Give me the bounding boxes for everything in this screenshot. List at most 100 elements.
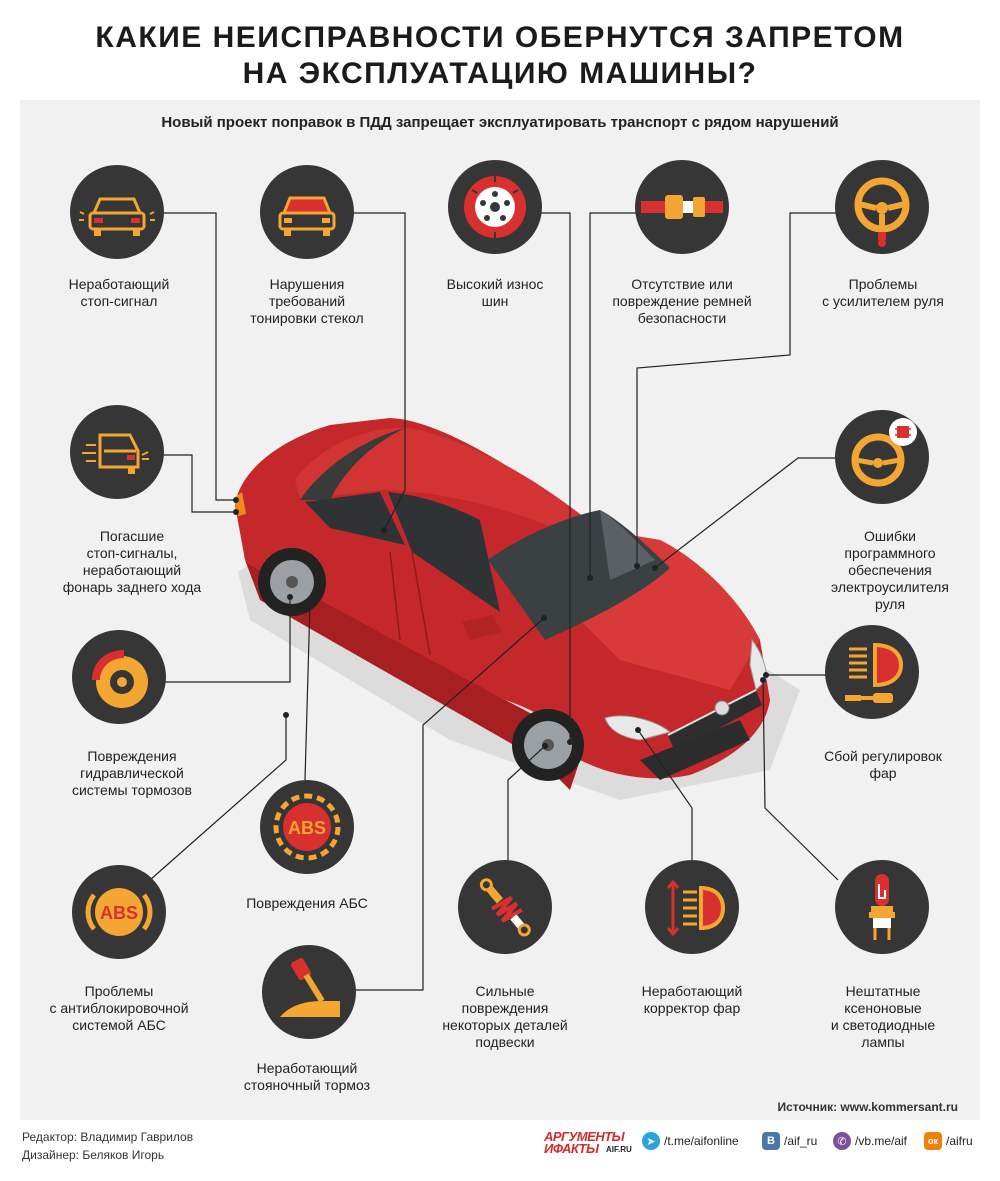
- label-line: требований: [268, 293, 346, 309]
- social-telegram-text: /t.me/aifonline: [664, 1134, 739, 1148]
- label-line: шин: [481, 293, 509, 309]
- car-side-window-rear: [305, 492, 405, 545]
- label-line: с антиблокировочной: [49, 1000, 189, 1016]
- car-grille-chrome: [667, 689, 757, 736]
- aif-logo[interactable]: АРГУМЕНТЫ ИФАКТЫ AIF.RU: [544, 1129, 640, 1157]
- label-xenon-led: Нештатные ксеноновые и светодиодные ламп…: [793, 983, 973, 1051]
- social-odnoklassniki[interactable]: ок /aifru: [924, 1131, 973, 1151]
- label-abs-damage: Повреждения АБС: [217, 895, 397, 912]
- seatbelt-icon: [635, 160, 729, 254]
- xenon-bulb-icon: [835, 860, 929, 954]
- label-headlight-adjust: Сбой регулировок фар: [793, 748, 973, 782]
- label-rear-lights: Погасшие стоп-сигналы, неработающий фона…: [42, 528, 222, 596]
- car-rear-window: [300, 428, 405, 500]
- label-power-steering: Проблемы с усилителем руля: [793, 276, 973, 310]
- label-line: Повреждения: [87, 748, 177, 764]
- label-line: фонарь заднего хода: [62, 579, 202, 595]
- logo-line-2: ИФАКТЫ: [544, 1141, 599, 1156]
- tire-icon: [448, 160, 542, 254]
- parking-brake-icon: [262, 945, 356, 1039]
- car-rear-icon: [70, 165, 164, 259]
- label-line: обеспечения: [848, 562, 932, 578]
- label-line: стоп-сигнал: [80, 293, 158, 309]
- telegram-icon: ➤: [642, 1132, 660, 1150]
- label-line: стоп-сигналы,: [86, 545, 178, 561]
- label-line: тонировки стекол: [250, 310, 364, 326]
- label-line: некоторых деталей: [442, 1017, 568, 1033]
- abs-red-text: ABS: [288, 818, 326, 838]
- logo-sub: AIF.RU: [606, 1145, 632, 1154]
- label-line: системы тормозов: [71, 782, 192, 798]
- source-note: Источник: www.kommersant.ru: [777, 1100, 958, 1114]
- abs-orange-text: ABS: [100, 903, 138, 923]
- leader-lines: [149, 212, 839, 991]
- abs-orange-icon: ABS: [72, 865, 166, 959]
- label-hydraulic-brakes: Повреждения гидравлической системы тормо…: [42, 748, 222, 799]
- social-ok-text: /aifru: [946, 1134, 973, 1148]
- label-line: повреждения: [461, 1000, 549, 1016]
- headlight-corrector-icon: [645, 860, 739, 954]
- vk-icon: В: [762, 1132, 780, 1150]
- label-line: гидравлической: [80, 765, 184, 781]
- page-title: КАКИЕ НЕИСПРАВНОСТИ ОБЕРНУТСЯ ЗАПРЕТОМ Н…: [0, 20, 1000, 92]
- car-roof: [295, 427, 600, 540]
- social-viber[interactable]: ✆ /vb.me/aif: [833, 1131, 907, 1151]
- car-door-lines: [389, 551, 431, 656]
- label-line: электроусилителя: [831, 579, 949, 595]
- label-tint: Нарушения требований тонировки стекол: [217, 276, 397, 327]
- label-line: системой АБС: [72, 1017, 166, 1033]
- label-line: Повреждения АБС: [246, 895, 368, 911]
- social-vk[interactable]: В /aif_ru: [762, 1131, 817, 1151]
- headlight-screwdriver-icon: [825, 625, 919, 719]
- label-line: Неработающий: [68, 276, 170, 292]
- label-line: Неработающий: [256, 1060, 358, 1076]
- label-line: ксеноновые: [844, 1000, 922, 1016]
- label-line: Проблемы: [84, 983, 154, 999]
- label-line: лампы: [861, 1034, 905, 1050]
- brake-disc-icon: [72, 630, 166, 724]
- label-line: фар: [869, 765, 897, 781]
- label-line: корректор фар: [643, 1000, 741, 1016]
- social-viber-text: /vb.me/aif: [855, 1134, 908, 1148]
- label-line: Сильные: [475, 983, 535, 999]
- label-line: подвески: [475, 1034, 535, 1050]
- label-line: стояночный тормоз: [243, 1077, 371, 1093]
- label-line: Высокий износ: [446, 276, 544, 292]
- car-rear-side-icon: [70, 405, 164, 499]
- label-line: Погасшие: [99, 528, 165, 544]
- designer-credit: Дизайнер: Беляков Игорь: [22, 1148, 165, 1162]
- social-telegram[interactable]: ➤ /t.me/aifonline: [642, 1131, 739, 1151]
- credits: Редактор: Владимир Гаврилов Дизайнер: Бе…: [22, 1128, 193, 1164]
- label-line: Отсутствие или: [631, 276, 733, 292]
- car-lower-intake: [640, 720, 750, 780]
- car-side-window-front: [388, 492, 500, 612]
- shock-absorber-icon: [458, 860, 552, 954]
- label-line: повреждение ремней: [612, 293, 752, 309]
- label-line: Неработающий: [641, 983, 743, 999]
- label-brake-light: Неработающий стоп-сигнал: [29, 276, 209, 310]
- label-abs-problems: Проблемы с антиблокировочной системой АБ…: [29, 983, 209, 1034]
- label-line: Сбой регулировок: [824, 748, 942, 764]
- logo-line-1: АРГУМЕНТЫ: [544, 1129, 625, 1144]
- label-tires: Высокий износ шин: [405, 276, 585, 310]
- label-parking-brake: Неработающий стояночный тормоз: [217, 1060, 397, 1094]
- car-badge: [714, 700, 730, 716]
- steering-wheel-chip-icon: [835, 410, 929, 504]
- label-line: и светодиодные: [830, 1017, 936, 1033]
- label-seatbelt: Отсутствие или повреждение ремней безопа…: [592, 276, 772, 327]
- viber-icon: ✆: [833, 1132, 851, 1150]
- car-grille: [668, 690, 762, 752]
- label-line: Проблемы: [848, 276, 918, 292]
- car-windshield-glare: [600, 510, 655, 580]
- abs-red-icon: ABS: [260, 780, 354, 874]
- steering-wheel-icon: [835, 160, 929, 254]
- car-mirror: [462, 615, 502, 640]
- label-line: с усилителем руля: [822, 293, 944, 309]
- label-headlight-corrector: Неработающий корректор фар: [602, 983, 782, 1017]
- car-side-lower: [245, 560, 580, 790]
- title-line-2: НА ЭКСПЛУАТАЦИЮ МАШИНЫ?: [242, 57, 758, 90]
- social-vk-text: /aif_ru: [784, 1134, 818, 1148]
- subtitle: Новый проект поправок в ПДД запрещает эк…: [161, 114, 839, 131]
- label-suspension: Сильные повреждения некоторых деталей по…: [415, 983, 595, 1051]
